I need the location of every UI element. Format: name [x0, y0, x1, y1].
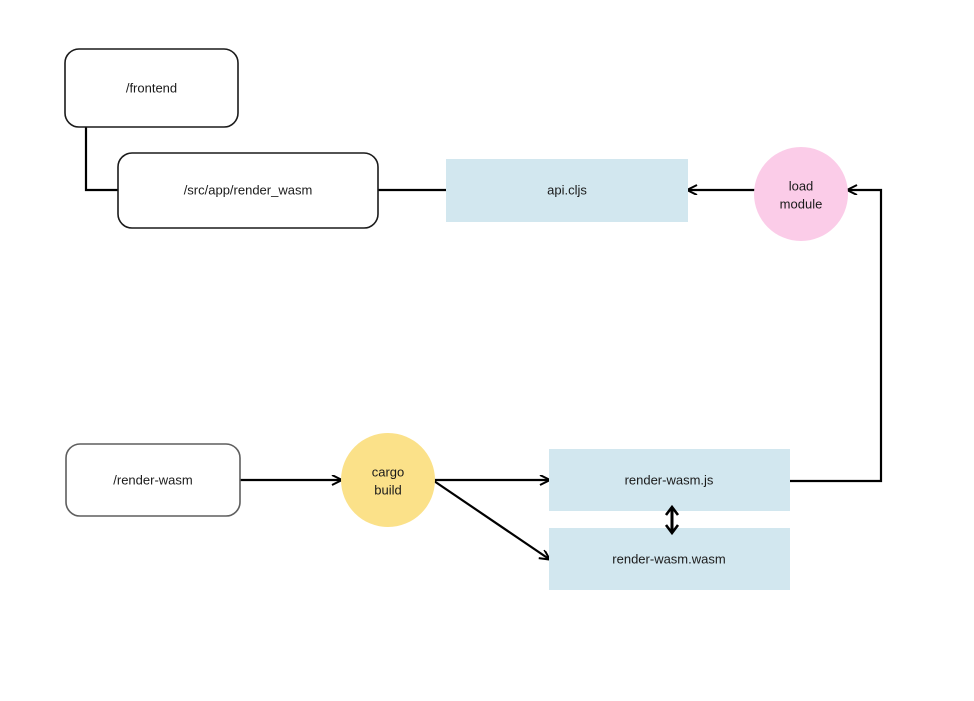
node-api-cljs[interactable]: api.cljs: [446, 159, 688, 222]
nodes-layer: /frontend /src/app/render_wasm api.cljs …: [64, 48, 848, 590]
node-frontend[interactable]: /frontend: [64, 48, 239, 128]
node-render-wasm-src-shape: [117, 152, 379, 229]
bidirectional-arrow-icon: [664, 504, 680, 536]
node-frontend-shape: [64, 48, 239, 128]
node-render-wasm-wasm-shape: [549, 528, 790, 590]
node-render-wasm-dir-label: /render-wasm: [113, 472, 192, 487]
node-render-wasm-src[interactable]: /src/app/render_wasm: [117, 152, 379, 229]
node-render-wasm-js-shape: [549, 449, 790, 511]
node-render-wasm-dir[interactable]: /render-wasm: [65, 443, 241, 517]
node-cargo-build-label-line1: cargo: [372, 464, 405, 479]
edge-render-wasm-js-to-load-module: [790, 190, 883, 483]
node-render-wasm-wasm-label: render-wasm.wasm: [612, 551, 725, 566]
bidirectional-arrow-head-up: [664, 504, 680, 516]
node-render-wasm-wasm[interactable]: render-wasm.wasm: [549, 528, 790, 590]
edge-frontend-to-render-wasm-src: [84, 127, 118, 192]
node-render-wasm-js-label: render-wasm.js: [625, 472, 714, 487]
node-api-cljs-label: api.cljs: [547, 182, 587, 197]
node-load-module-shape: [754, 147, 848, 241]
node-render-wasm-src-label: /src/app/render_wasm: [184, 182, 313, 197]
node-load-module-label-line2: module: [780, 196, 823, 211]
node-api-cljs-shape: [446, 159, 688, 222]
node-load-module-label-line1: load: [789, 178, 814, 193]
node-render-wasm-dir-shape: [65, 443, 241, 517]
bidirectional-arrow-head-down: [664, 524, 680, 536]
node-load-module[interactable]: load module: [754, 147, 848, 241]
edges-layer: [84, 127, 883, 559]
edge-cargo-build-to-render-wasm-wasm: [433, 480, 549, 559]
node-render-wasm-js[interactable]: render-wasm.js: [549, 449, 790, 511]
node-frontend-label: /frontend: [126, 80, 177, 95]
node-cargo-build-label-line2: build: [374, 482, 401, 497]
node-cargo-build[interactable]: cargo build: [341, 433, 435, 527]
node-cargo-build-shape: [341, 433, 435, 527]
